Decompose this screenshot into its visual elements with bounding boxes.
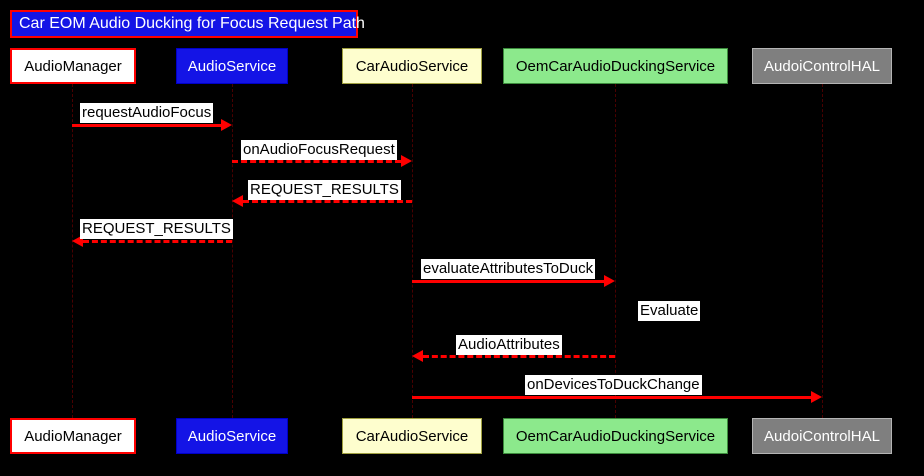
participant-caraudioservice-top[interactable]: CarAudioService: [342, 48, 482, 84]
participant-label: AudioManager: [24, 427, 122, 445]
message-label-request-results-2: REQUEST_RESULTS: [80, 219, 233, 239]
participant-oemcaraudioduckingservice-bottom[interactable]: OemCarAudioDuckingService: [503, 418, 728, 454]
message-line-audio-attributes: [423, 355, 615, 358]
participant-label: AudioService: [187, 427, 277, 445]
message-line-evaluate-attributes-to-duck: [412, 280, 604, 283]
message-label-audio-attributes: AudioAttributes: [456, 335, 562, 355]
lifeline-caraudioservice: [412, 84, 414, 418]
lifeline-audiomanager: [72, 84, 74, 418]
arrow-head-left-icon: [72, 235, 83, 247]
participant-audioservice-bottom[interactable]: AudioService: [176, 418, 288, 454]
arrow-head-right-icon: [221, 119, 232, 131]
arrow-head-right-icon: [604, 275, 615, 287]
participant-oemcaraudioduckingservice-top[interactable]: OemCarAudioDuckingService: [503, 48, 728, 84]
arrow-head-right-icon: [401, 155, 412, 167]
message-label-evaluate-attributes-to-duck: evaluateAttributesToDuck: [421, 259, 596, 279]
message-line-on-devices-to-duck-change: [412, 396, 811, 399]
participant-caraudioservice-bottom[interactable]: CarAudioService: [342, 418, 482, 454]
participant-label: OemCarAudioDuckingService: [515, 427, 716, 445]
message-label-on-devices-to-duck-change: onDevicesToDuckChange: [525, 375, 702, 395]
participant-audoicontrolhal-top[interactable]: AudoiControlHAL: [752, 48, 892, 84]
participant-audioservice-top[interactable]: AudioService: [176, 48, 288, 84]
message-line-request-results-2: [83, 240, 232, 243]
participant-label: OemCarAudioDuckingService: [515, 57, 716, 75]
lifeline-oemcaraudioduckingservice: [615, 84, 617, 418]
message-label-request-results-1: REQUEST_RESULTS: [248, 180, 401, 200]
participant-label: AudioService: [187, 57, 277, 75]
message-line-request-results-1: [243, 200, 412, 203]
message-line-on-audio-focus-request: [232, 160, 401, 163]
message-line-request-audio-focus: [72, 124, 221, 127]
lifeline-audoicontrolhal: [822, 84, 824, 418]
participant-label: AudioManager: [24, 57, 122, 75]
participant-label: AudoiControlHAL: [764, 427, 880, 445]
arrow-head-left-icon: [232, 195, 243, 207]
diagram-title: Car EOM Audio Ducking for Focus Request …: [10, 10, 365, 38]
participant-audiomanager-bottom[interactable]: AudioManager: [10, 418, 136, 454]
participant-label: CarAudioService: [355, 57, 469, 75]
arrow-head-left-icon: [412, 350, 423, 362]
participant-audiomanager-top[interactable]: AudioManager: [10, 48, 136, 84]
message-label-on-audio-focus-request: onAudioFocusRequest: [241, 140, 397, 160]
lifeline-audioservice: [232, 84, 234, 418]
arrow-head-right-icon: [811, 391, 822, 403]
participant-label: AudoiControlHAL: [764, 57, 880, 75]
participant-label: CarAudioService: [355, 427, 469, 445]
participant-audoicontrolhal-bottom[interactable]: AudoiControlHAL: [752, 418, 892, 454]
message-label-request-audio-focus: requestAudioFocus: [80, 103, 214, 123]
note-evaluate: Evaluate: [638, 301, 701, 321]
